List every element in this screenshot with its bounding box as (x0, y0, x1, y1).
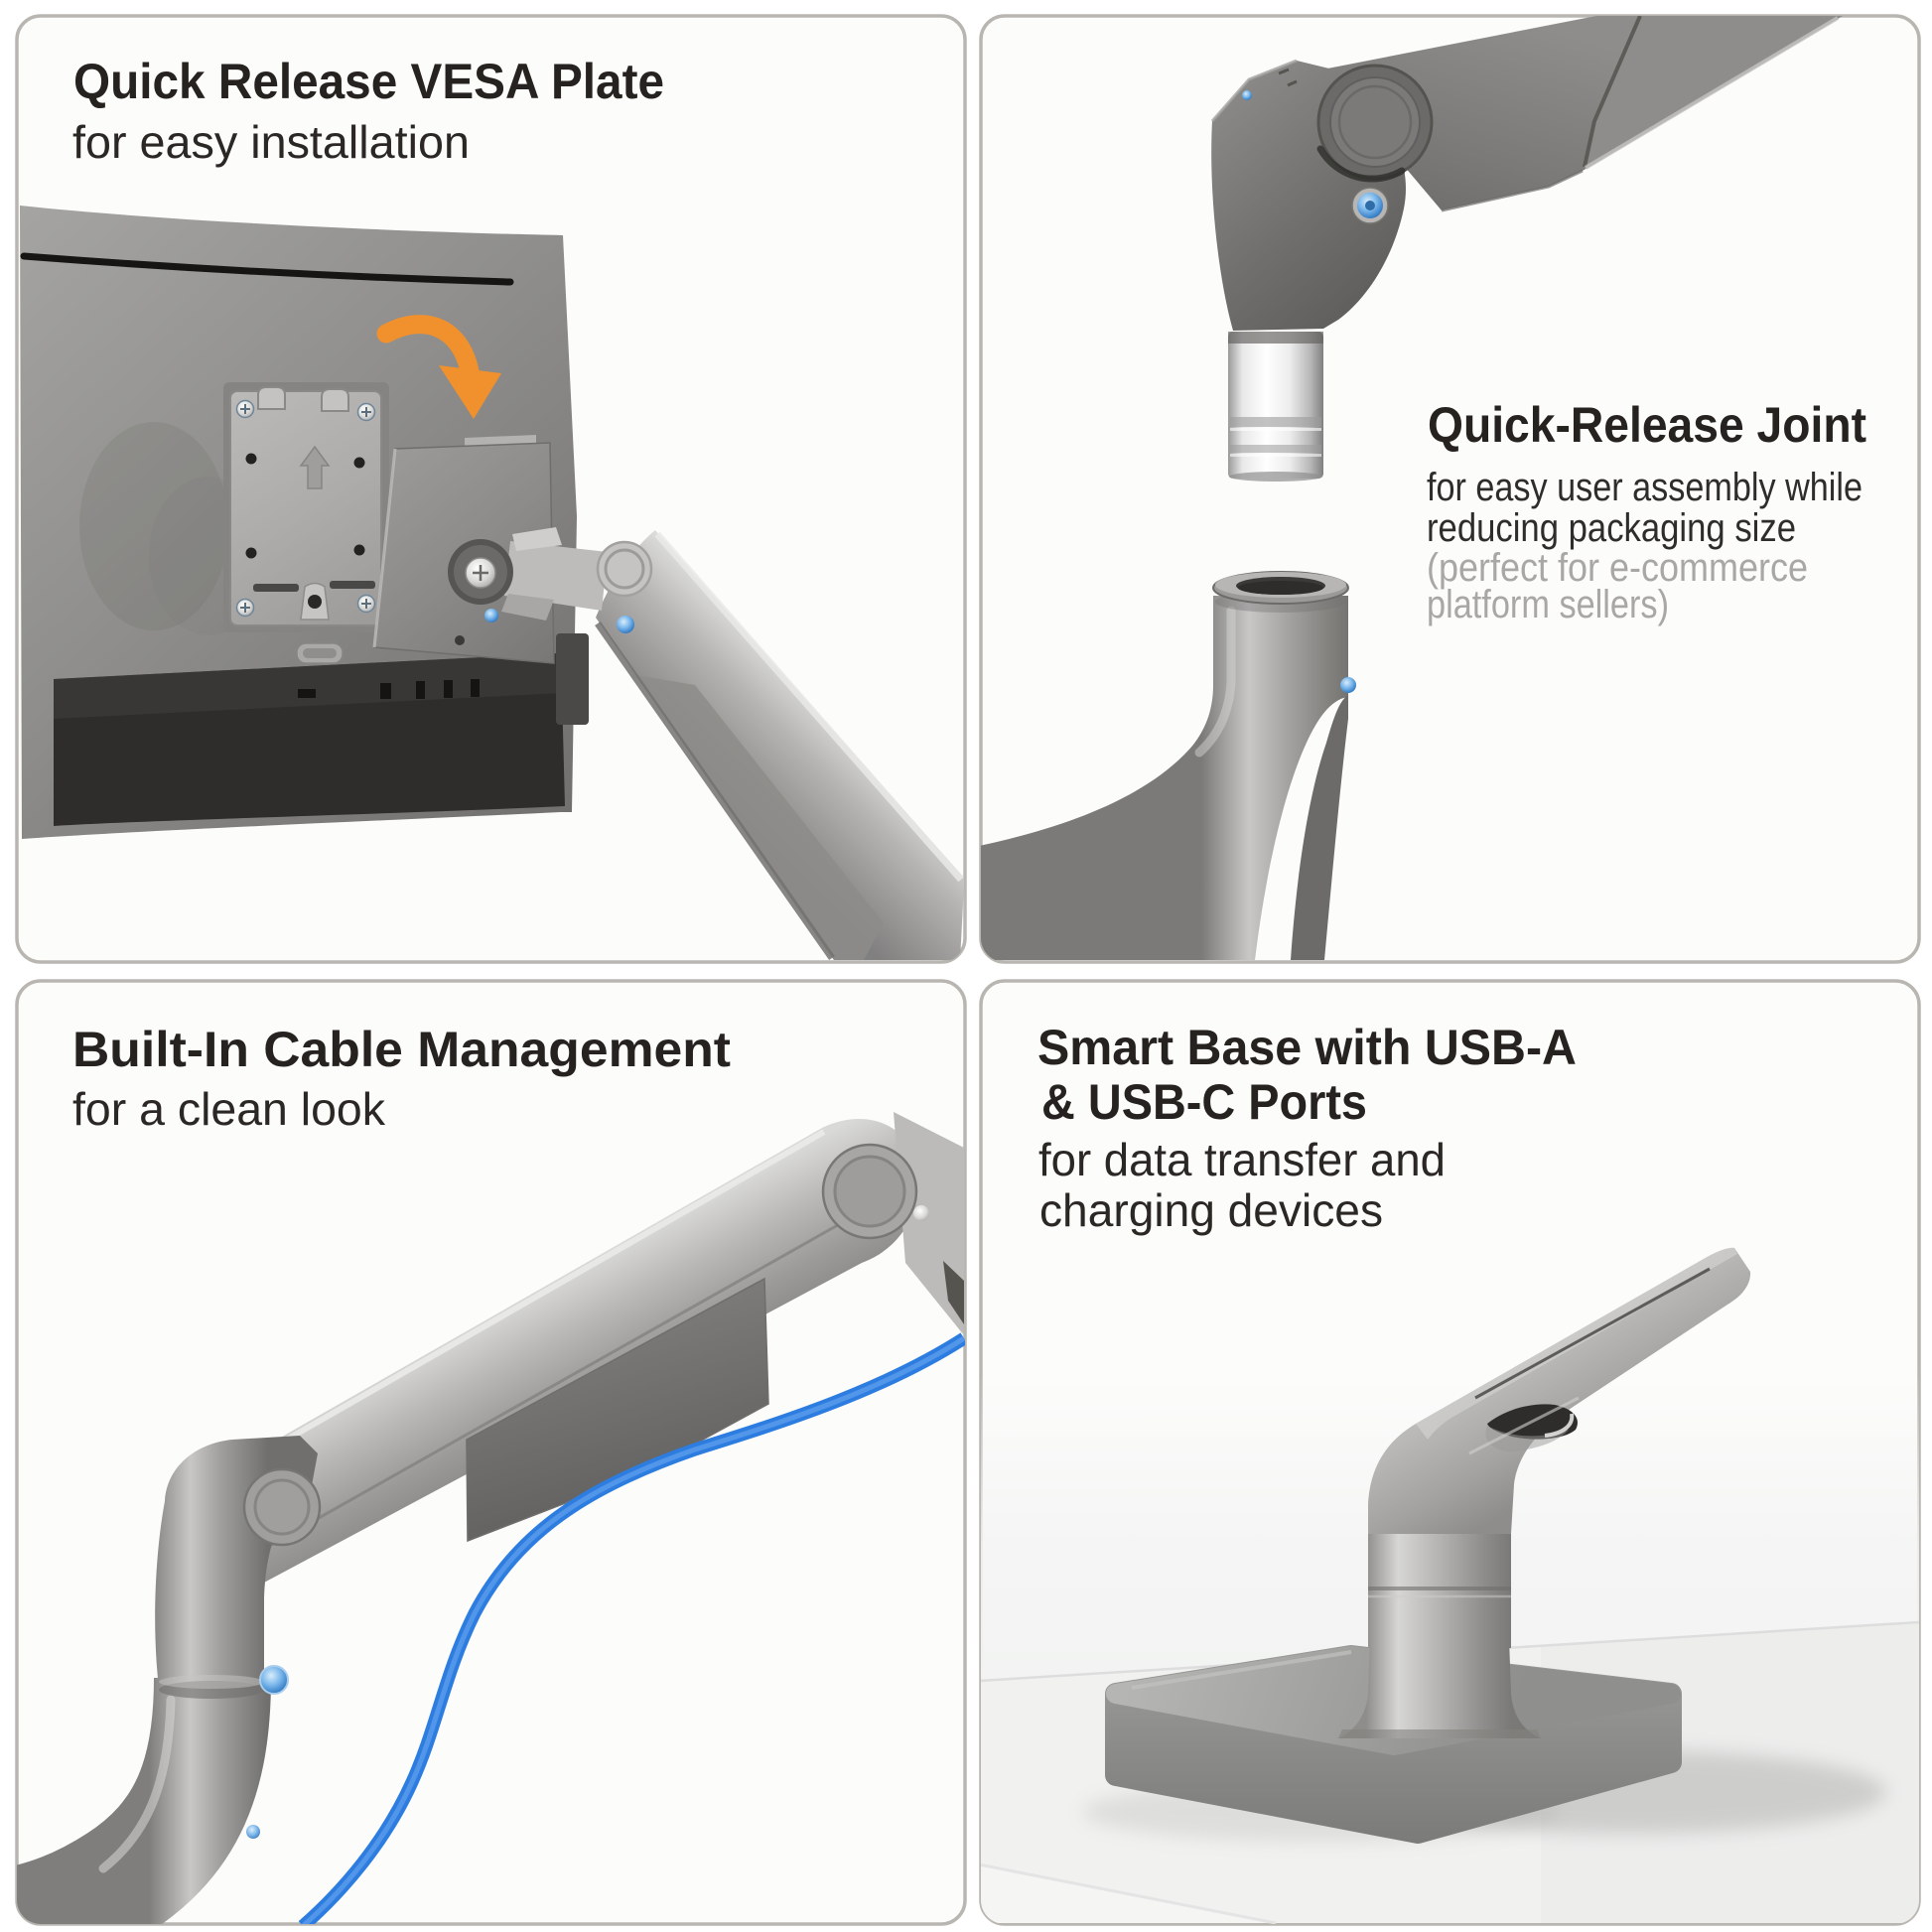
svg-text:reducing packaging size: reducing packaging size (1427, 506, 1796, 550)
svg-text:for easy installation: for easy installation (72, 116, 470, 168)
svg-text:Built-In Cable Management: Built-In Cable Management (72, 1022, 731, 1077)
svg-text:Quick Release VESA Plate: Quick Release VESA Plate (73, 54, 664, 109)
svg-text:platform sellers): platform sellers) (1427, 583, 1669, 626)
svg-text:charging devices: charging devices (1039, 1184, 1383, 1236)
svg-text:Quick-Release Joint: Quick-Release Joint (1428, 397, 1866, 453)
svg-text:for easy user assembly while: for easy user assembly while (1427, 466, 1863, 509)
svg-text:for a clean look: for a clean look (72, 1083, 386, 1135)
svg-text:for data transfer and: for data transfer and (1038, 1134, 1446, 1185)
svg-text:(perfect for e-commerce: (perfect for e-commerce (1427, 546, 1808, 590)
svg-text:& USB-C Ports: & USB-C Ports (1041, 1074, 1367, 1130)
svg-text:Smart Base with USB-A: Smart Base with USB-A (1037, 1020, 1577, 1075)
